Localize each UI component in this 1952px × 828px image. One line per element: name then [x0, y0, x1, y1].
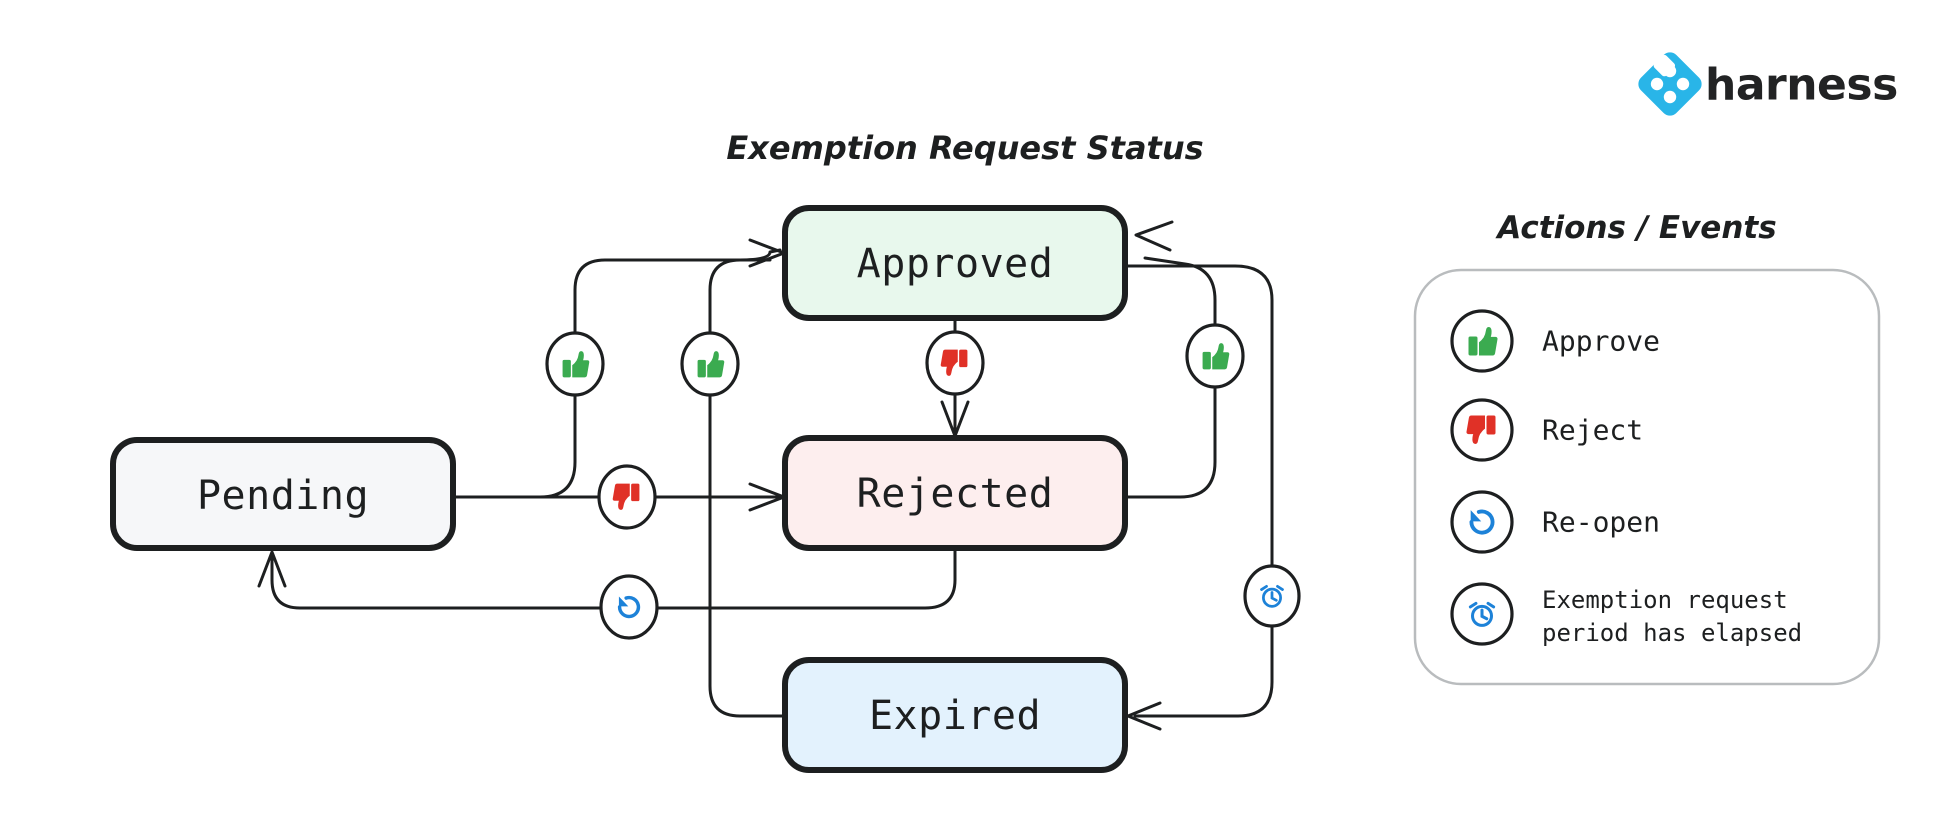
legend-title: Actions / Events — [1494, 210, 1776, 246]
legend-item-elapsed-label-line1: Exemption request — [1542, 586, 1788, 614]
state-node-approved-label: Approved — [857, 241, 1054, 287]
legend-item-reopen[interactable]: Re-open — [1450, 490, 1660, 554]
brand-logo: harness — [1638, 52, 1898, 116]
state-node-rejected[interactable]: Rejected — [782, 435, 1128, 551]
state-node-pending-label: Pending — [197, 473, 369, 519]
edge-badge-layer — [545, 323, 1301, 640]
legend-item-reject-label: Reject — [1542, 414, 1643, 447]
state-node-expired[interactable]: Expired — [782, 657, 1128, 773]
harness-diamond-logo-icon — [1638, 52, 1702, 116]
legend-item-reject[interactable]: Reject — [1450, 398, 1643, 462]
edge-approved-to-expired — [1123, 264, 1274, 718]
arrowhead-rejected-to-pending — [257, 550, 287, 588]
node-layer: Pending Approved Rejected Expired — [110, 205, 1128, 773]
edge-badge-reopen[interactable] — [599, 574, 659, 640]
arrowhead-rejected-to-approved — [1134, 220, 1174, 252]
legend-item-elapsed-label-line2: period has elapsed — [1542, 619, 1802, 647]
state-node-rejected-label: Rejected — [857, 471, 1054, 517]
edge-pending-to-approved — [451, 248, 782, 499]
brand-name: harness — [1705, 60, 1898, 111]
legend-item-approve-label: Approve — [1542, 325, 1660, 358]
edge-expired-to-approved — [708, 258, 787, 718]
edge-badge-approve-1[interactable] — [545, 331, 605, 397]
edge-badge-elapsed[interactable] — [1243, 564, 1301, 628]
page-title: Exemption Request Status — [726, 129, 1203, 167]
edge-badge-approve-3[interactable] — [1185, 323, 1245, 389]
state-node-pending[interactable]: Pending — [110, 437, 456, 551]
legend-item-approve[interactable]: Approve — [1450, 309, 1660, 373]
state-node-expired-label: Expired — [869, 693, 1041, 739]
arrowhead-pending-to-approved — [748, 238, 786, 268]
edge-badge-reject-1[interactable] — [597, 464, 657, 530]
legend-panel: Actions / Events Approve Reject Re-open — [1413, 210, 1881, 686]
state-node-approved[interactable]: Approved — [782, 205, 1128, 321]
edge-badge-approve-2[interactable] — [680, 331, 740, 397]
legend-frame — [1413, 268, 1881, 686]
legend-item-reopen-label: Re-open — [1542, 506, 1660, 539]
edge-badge-reject-2[interactable] — [925, 330, 985, 396]
legend-item-elapsed[interactable]: Exemption request period has elapsed — [1450, 582, 1802, 647]
